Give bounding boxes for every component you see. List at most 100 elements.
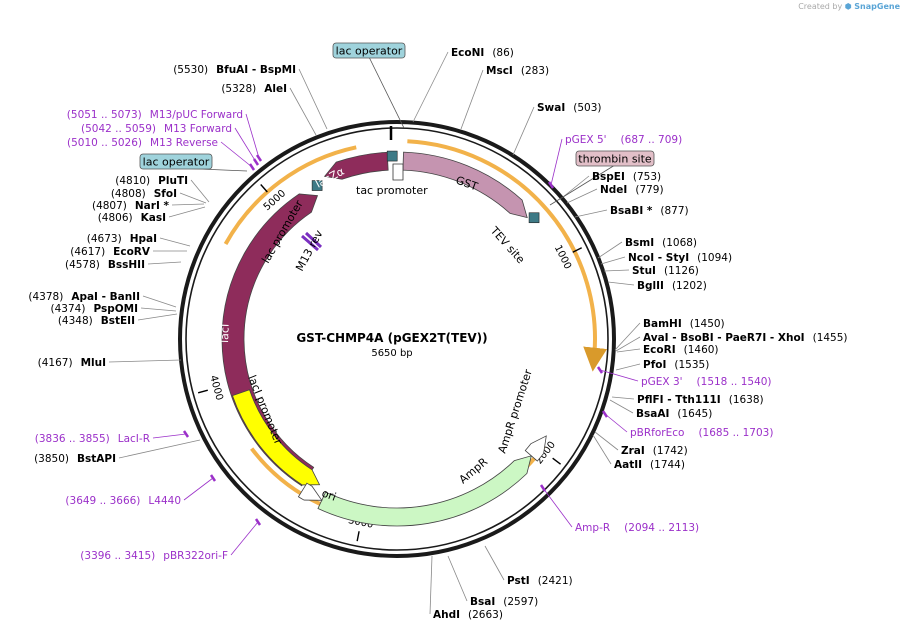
enzyme-mlui: (4167)MluI — [38, 357, 106, 369]
enzyme-bsteii-leader — [137, 313, 178, 321]
primer-amp-r-leader — [542, 487, 573, 528]
snapgene-watermark: Created by ⬢ SnapGene — [798, 2, 900, 11]
lac-operator-left: lac operator — [143, 156, 210, 169]
thrombin-site-leader — [549, 164, 616, 206]
enzyme-stui: StuI(1126) — [632, 265, 699, 277]
m13-rev-arrow — [301, 231, 323, 252]
enzyme-bsaai-leader — [609, 399, 634, 414]
lacz-label: lacZα — [313, 165, 346, 191]
primer-pbrforeco-leader — [604, 413, 628, 433]
primer-pbr322ori-f-mark — [254, 518, 262, 526]
enzyme-hpai: (4673)HpaI — [87, 233, 157, 245]
enzyme-stui-leader — [603, 269, 630, 272]
enzyme-pluti: (4810)PluTI — [115, 175, 188, 187]
primer-laci-r: (3836 .. 3855)LacI-R — [35, 433, 150, 445]
lac-operator-top-box — [332, 42, 406, 59]
enzyme-pflfi-tth111i: PflFI - Tth111I(1638) — [637, 394, 764, 406]
enzyme-ecorv: (4617)EcoRV — [70, 246, 151, 258]
enzyme-bsai-leader — [447, 555, 468, 602]
tev-site-marker — [528, 212, 540, 224]
watermark-brand: SnapGene — [854, 2, 900, 11]
enzyme-ndei-leader — [566, 188, 598, 204]
enzyme-avai-bsobi-paer7i-xhoi: AvaI - BsoBI - PaeR7I - XhoI(1455) — [643, 332, 848, 344]
tac-promoter-symbol — [392, 163, 404, 181]
enzyme-bspei-leader — [562, 175, 590, 198]
ampr-promoter-arrow — [524, 435, 547, 462]
enzyme-avai-bsobi-paer7i-xhoi-leader — [615, 336, 641, 352]
enzyme-ecori: EcoRI(1460) — [643, 344, 719, 356]
feature-arrows — [221, 150, 547, 527]
enzyme-bspei: BspEI(753) — [592, 171, 661, 183]
enzyme-msci: MscI(283) — [486, 65, 549, 77]
enzyme-bsaai: BsaAI(1645) — [636, 408, 712, 420]
insert-highlight-arc — [407, 139, 608, 372]
enzyme-bsai: BsaI(2597) — [470, 596, 538, 608]
enzyme-aatii-leader — [592, 434, 612, 465]
lac-operator-left-box — [139, 153, 213, 170]
enzyme-zrai: ZraI(1742) — [621, 445, 688, 457]
enzyme-psti: PstI(2421) — [507, 575, 573, 587]
primer-m13-forward: (5042 .. 5059)M13 Forward — [81, 123, 232, 135]
enzyme-bsabi-leader — [574, 209, 608, 218]
primer-pgex-5-leader — [550, 138, 563, 186]
enzyme-pluti-leader — [190, 179, 210, 203]
primer-pbrforeco-mark — [601, 410, 609, 418]
tev-site-label: TEV site — [487, 224, 527, 267]
primer-pgex-3-leader — [599, 369, 639, 382]
enzyme-psti-leader — [484, 545, 505, 581]
label-leader-lines — [108, 51, 641, 615]
map-size: 5650 bp — [371, 348, 412, 359]
tac-promoter-label: tac promoter — [356, 184, 428, 197]
enzyme-ncoi-styi-leader — [600, 256, 626, 265]
primer-m13-reverse-leader — [220, 141, 253, 168]
enzyme-zrai-leader — [594, 431, 619, 451]
primer-pbr322ori-f: (3396 .. 3415)pBR322ori-F — [80, 550, 228, 562]
enzyme-hpai-leader — [159, 237, 191, 247]
enzyme-bstapi-leader — [118, 439, 201, 459]
enzyme-bsmi-leader — [597, 241, 623, 259]
primer-amp-r-mark — [539, 484, 547, 492]
enzyme-bsteii: (4348)BstEII — [58, 315, 135, 327]
tick-4000 — [197, 389, 208, 394]
enzyme-sfoi-leader — [179, 192, 207, 204]
primer-pbr322ori-f-leader — [230, 521, 259, 556]
primer-m13-forward-mark — [252, 158, 260, 166]
primer-m13-puc-forward-leader — [245, 113, 260, 159]
primer-m13-reverse-mark — [248, 163, 256, 171]
gst-arrow — [402, 151, 528, 219]
tick-label-4000: 4000 — [207, 374, 224, 401]
enzyme-pfoi: PfoI(1535) — [643, 359, 709, 371]
enzyme-bsabi: BsaBI *(877) — [610, 205, 689, 217]
enzyme-ahdi-leader — [429, 555, 433, 615]
laci-label: lacI — [218, 324, 232, 344]
tick-3000 — [356, 531, 360, 542]
enzyme-nari: (4807)NarI * — [92, 200, 170, 212]
enzyme-kasi: (4806)KasI — [98, 212, 166, 224]
primer-m13-reverse: (5010 .. 5026)M13 Reverse — [67, 137, 218, 149]
enzyme-kasi-leader — [168, 206, 206, 218]
ori-label: ori — [320, 487, 338, 504]
plasmid-backbone-outer — [178, 120, 616, 558]
tick-label-1000: 1000 — [552, 243, 573, 271]
enzyme-bsshii-leader — [147, 261, 182, 265]
enzyme-ahdi: AhdI(2663) — [433, 609, 503, 621]
enzyme-swai-leader — [512, 106, 535, 156]
primer-pgex-5: pGEX 5'(687 .. 709) — [565, 134, 682, 146]
primer-m13-puc-forward-mark — [255, 154, 263, 162]
enzyme-bglii-leader — [607, 281, 635, 286]
lac-operator-top: lac operator — [336, 45, 403, 58]
enzyme-mlui-leader — [108, 359, 182, 363]
enzyme-aatii: AatII(1744) — [614, 459, 685, 471]
enzyme-pflfi-tth111i-leader — [611, 396, 635, 400]
primer-amp-r: Amp-R(2094 .. 2113) — [575, 522, 699, 534]
enzyme-ecori-leader — [616, 348, 641, 353]
enzyme-bsshii: (4578)BssHII — [65, 259, 145, 271]
ampr-promoter-label: AmpR promoter — [495, 367, 535, 455]
ampr-label: AmpR — [457, 455, 491, 486]
lac-highlight-arc — [223, 145, 357, 245]
thrombin-site-box — [575, 150, 655, 167]
snapgene-logo-icon: ⬢ — [844, 2, 852, 11]
enzyme-ncoi-styi: NcoI - StyI(1094) — [628, 252, 732, 264]
enzyme-bamhi: BamHI(1450) — [643, 318, 725, 330]
enzyme-alei-leader — [289, 87, 317, 136]
